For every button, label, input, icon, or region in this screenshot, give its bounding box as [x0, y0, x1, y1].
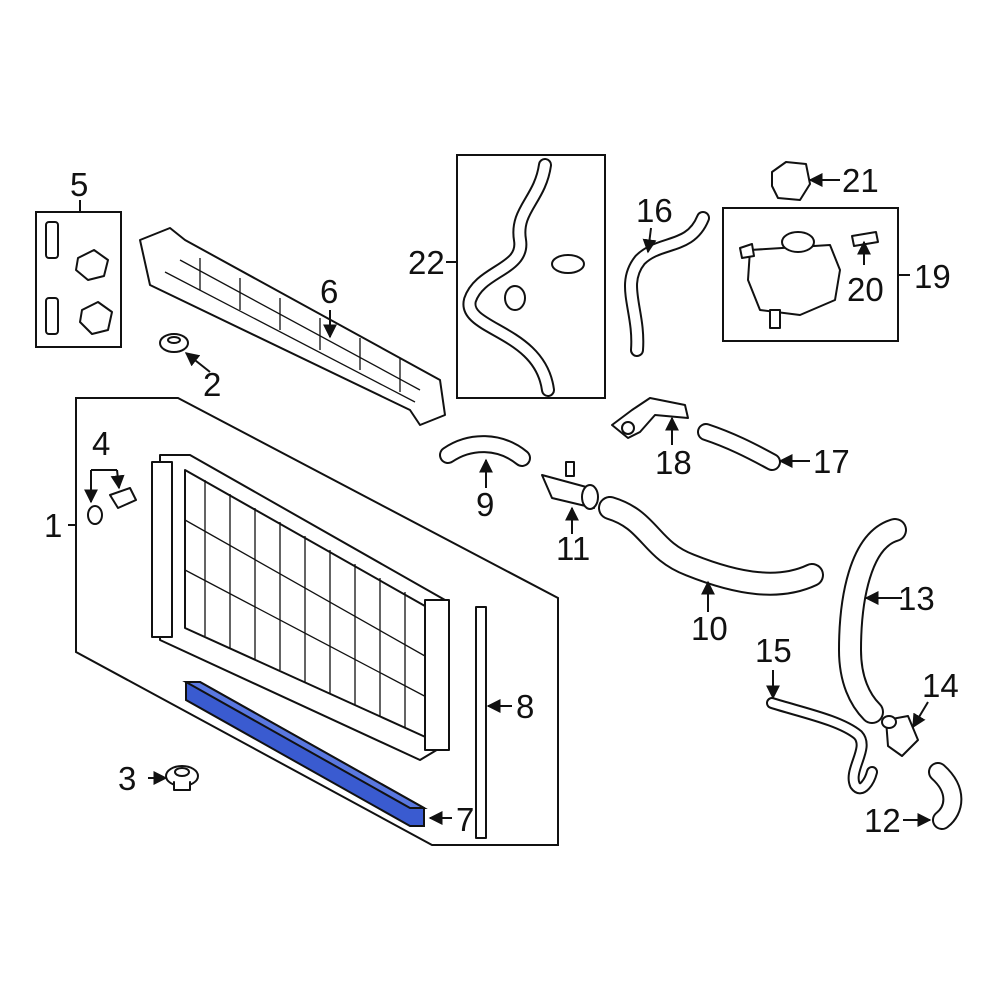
hose-part-13[interactable] — [837, 518, 907, 724]
callout-17[interactable]: 17 — [813, 443, 850, 480]
callout-9[interactable]: 9 — [476, 486, 494, 523]
callout-8[interactable]: 8 — [516, 688, 534, 725]
hose-part-22[interactable] — [462, 158, 585, 397]
callout-11[interactable]: 11 — [556, 530, 590, 567]
grommet-part-2[interactable] — [159, 333, 189, 353]
callout-4[interactable]: 4 — [92, 425, 110, 462]
hardware-kit-part-5[interactable] — [45, 221, 113, 335]
callout-20[interactable]: 20 — [847, 271, 884, 308]
hose-part-18[interactable] — [611, 397, 689, 439]
callout-5[interactable]: 5 — [70, 166, 88, 203]
hose-part-17[interactable] — [697, 423, 781, 471]
callout-22[interactable]: 22 — [408, 244, 445, 281]
callout-21[interactable]: 21 — [842, 162, 879, 199]
callout-1[interactable]: 1 — [44, 507, 62, 544]
grommet-part-3[interactable] — [165, 765, 199, 791]
connector-part-14[interactable] — [881, 715, 919, 757]
callout-6[interactable]: 6 — [320, 273, 338, 310]
seal-strip-part-7[interactable] — [182, 681, 428, 827]
callout-3[interactable]: 3 — [118, 760, 136, 797]
radiator-group-outline — [75, 397, 559, 846]
hose-part-16[interactable] — [624, 211, 710, 357]
connector-part-11[interactable] — [541, 461, 599, 510]
radiator-part[interactable] — [151, 454, 450, 761]
hardware-kit-box-part-5 — [35, 211, 122, 348]
callout-10[interactable]: 10 — [691, 610, 728, 647]
callout-18[interactable]: 18 — [655, 444, 692, 481]
coolant-reservoir-part-19[interactable] — [739, 231, 841, 329]
hose-part-10[interactable] — [598, 496, 824, 596]
callout-19[interactable]: 19 — [914, 258, 951, 295]
seal-strip-part-8[interactable] — [475, 606, 487, 839]
callout-12[interactable]: 12 — [864, 802, 901, 839]
callout-16[interactable]: 16 — [636, 192, 673, 229]
callout-7[interactable]: 7 — [456, 801, 474, 838]
callout-13[interactable]: 13 — [898, 580, 935, 617]
leader-lines — [68, 173, 932, 827]
hose-kit-box-part-22 — [456, 154, 606, 399]
drain-plug-part-4[interactable] — [87, 487, 137, 525]
callout-15[interactable]: 15 — [755, 632, 792, 669]
hose-part-12[interactable] — [928, 762, 963, 830]
hose-part-9[interactable] — [439, 435, 531, 467]
reservoir-cap-part-21[interactable] — [771, 161, 811, 201]
air-deflector-part-6[interactable] — [139, 227, 446, 426]
callout-2[interactable]: 2 — [203, 366, 221, 403]
callout-14[interactable]: 14 — [922, 667, 959, 704]
hose-part-15[interactable] — [766, 697, 878, 795]
